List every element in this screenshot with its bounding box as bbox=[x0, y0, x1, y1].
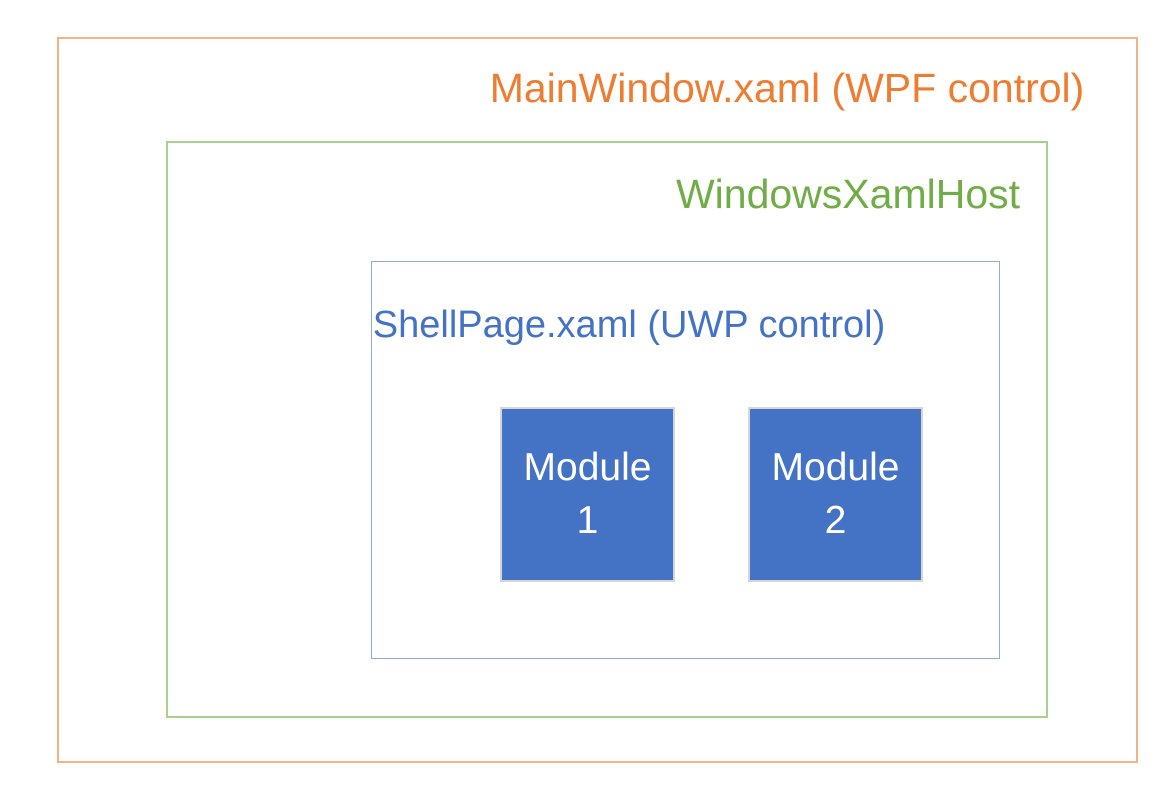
module-2-number: 2 bbox=[824, 498, 847, 542]
module-1-number: 1 bbox=[576, 498, 599, 542]
windowsxamlhost-label: WindowsXamlHost bbox=[675, 171, 1021, 217]
mainwindow-wpf-label: MainWindow.xaml (WPF control) bbox=[489, 65, 1085, 111]
module-1-box: Module 1 bbox=[500, 407, 675, 582]
module-2-box: Module 2 bbox=[748, 407, 923, 582]
module-2-label: Module bbox=[771, 445, 900, 489]
mainwindow-wpf-box bbox=[57, 37, 1138, 763]
windowsxamlhost-box bbox=[166, 141, 1048, 718]
shellpage-uwp-box bbox=[371, 261, 1000, 659]
shellpage-uwp-label: ShellPage.xaml (UWP control) bbox=[372, 304, 886, 346]
module-1-label: Module bbox=[523, 445, 652, 489]
